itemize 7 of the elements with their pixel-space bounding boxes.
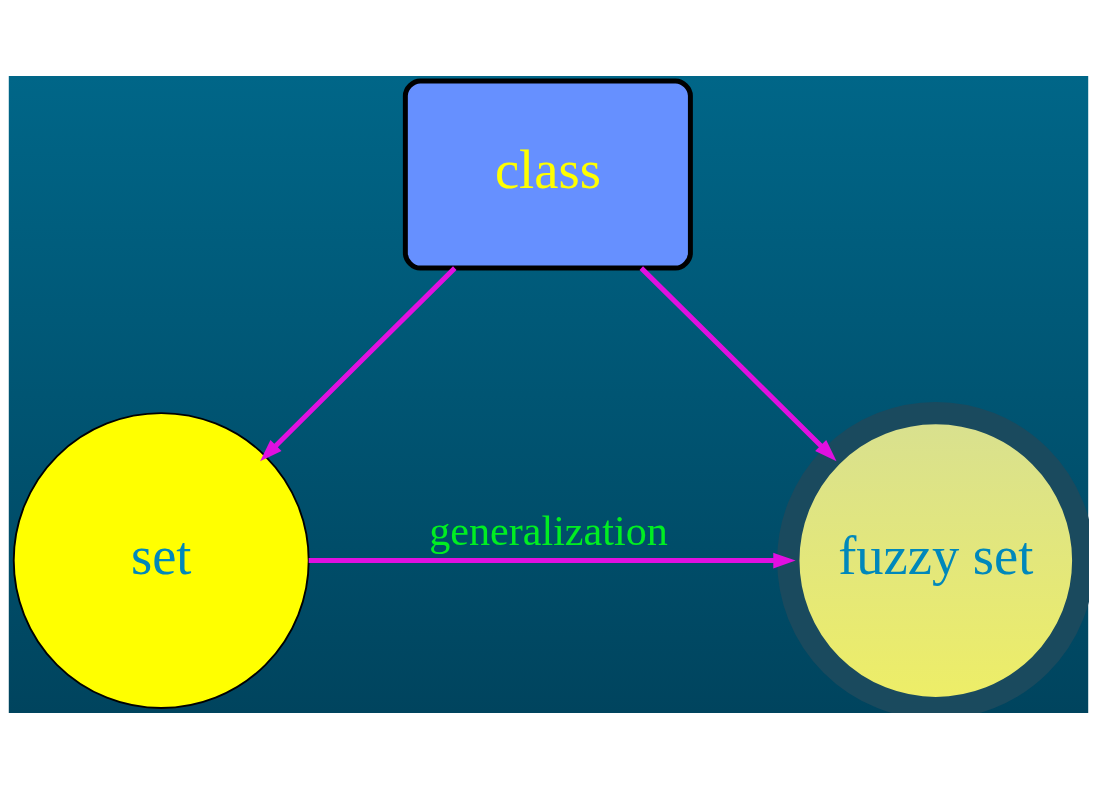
node-circle: fuzzy set [777,401,1089,713]
arrow [308,552,796,569]
edge-label: generalization [429,506,668,554]
node-box: class [402,78,693,271]
node-circle: set [12,412,310,709]
arrow [639,266,837,462]
arrow [260,266,457,462]
